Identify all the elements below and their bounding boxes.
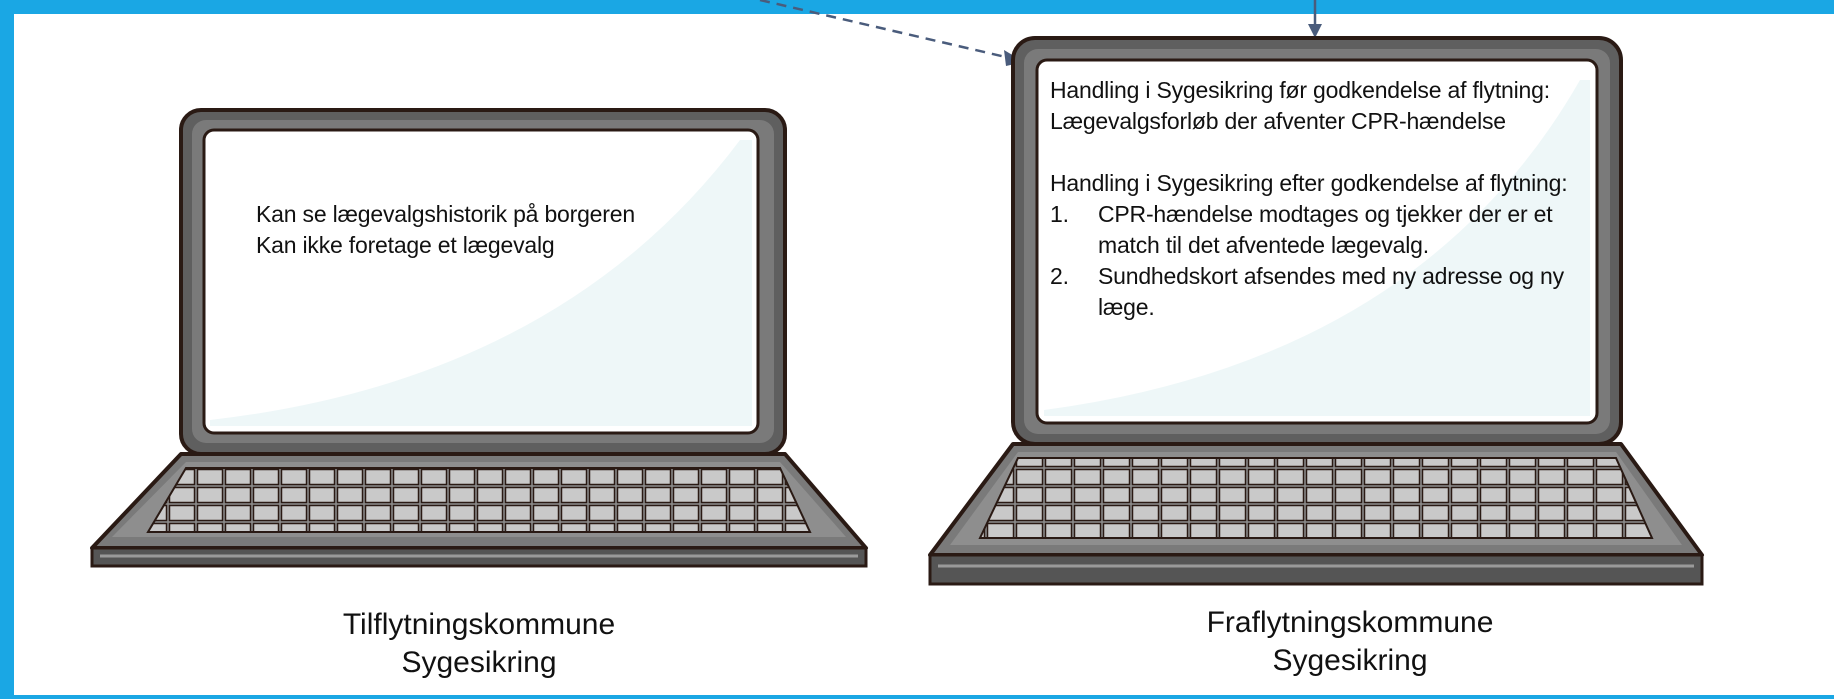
left-laptop-icon bbox=[90, 108, 868, 568]
list-item: 2. Sundhedskort afsendes med ny adresse … bbox=[1050, 261, 1570, 323]
step-number: 1. bbox=[1050, 201, 1069, 227]
solid-arrow bbox=[1308, 0, 1322, 38]
section-before-title: Handling i Sygesikring før godkendelse a… bbox=[1050, 77, 1550, 103]
dashed-arrow bbox=[759, 0, 1024, 66]
step-list: 1. CPR-hændelse modtages og tjekker der … bbox=[1050, 199, 1570, 323]
left-screen-text: Kan se lægevalgshistorik på borgeren Kan… bbox=[256, 199, 736, 261]
left-laptop-caption: Tilflytningskommune Sygesikring bbox=[279, 606, 679, 682]
list-item: 1. CPR-hændelse modtages og tjekker der … bbox=[1050, 199, 1570, 261]
right-screen-text: Handling i Sygesikring før godkendelse a… bbox=[1050, 75, 1570, 323]
left-caption-line-2: Sygesikring bbox=[401, 646, 557, 679]
left-screen-line-1: Kan se lægevalgshistorik på borgeren bbox=[256, 201, 635, 227]
right-laptop-caption: Fraflytningskommune Sygesikring bbox=[1150, 604, 1550, 680]
right-caption-line-1: Fraflytningskommune bbox=[1206, 606, 1494, 639]
step-number: 2. bbox=[1050, 263, 1069, 289]
section-after-title: Handling i Sygesikring efter godkendelse… bbox=[1050, 170, 1568, 196]
section-before-text: Lægevalgsforløb der afventer CPR-hændels… bbox=[1050, 108, 1506, 134]
step-text: Sundhedskort afsendes med ny adresse og … bbox=[1098, 263, 1564, 320]
left-caption-line-1: Tilflytningskommune bbox=[342, 608, 616, 641]
step-text: CPR-hændelse modtages og tjekker der er … bbox=[1098, 201, 1553, 258]
left-screen-line-2: Kan ikke foretage et lægevalg bbox=[256, 232, 555, 258]
right-caption-line-2: Sygesikring bbox=[1272, 644, 1428, 677]
right-laptop-icon bbox=[928, 36, 1704, 586]
